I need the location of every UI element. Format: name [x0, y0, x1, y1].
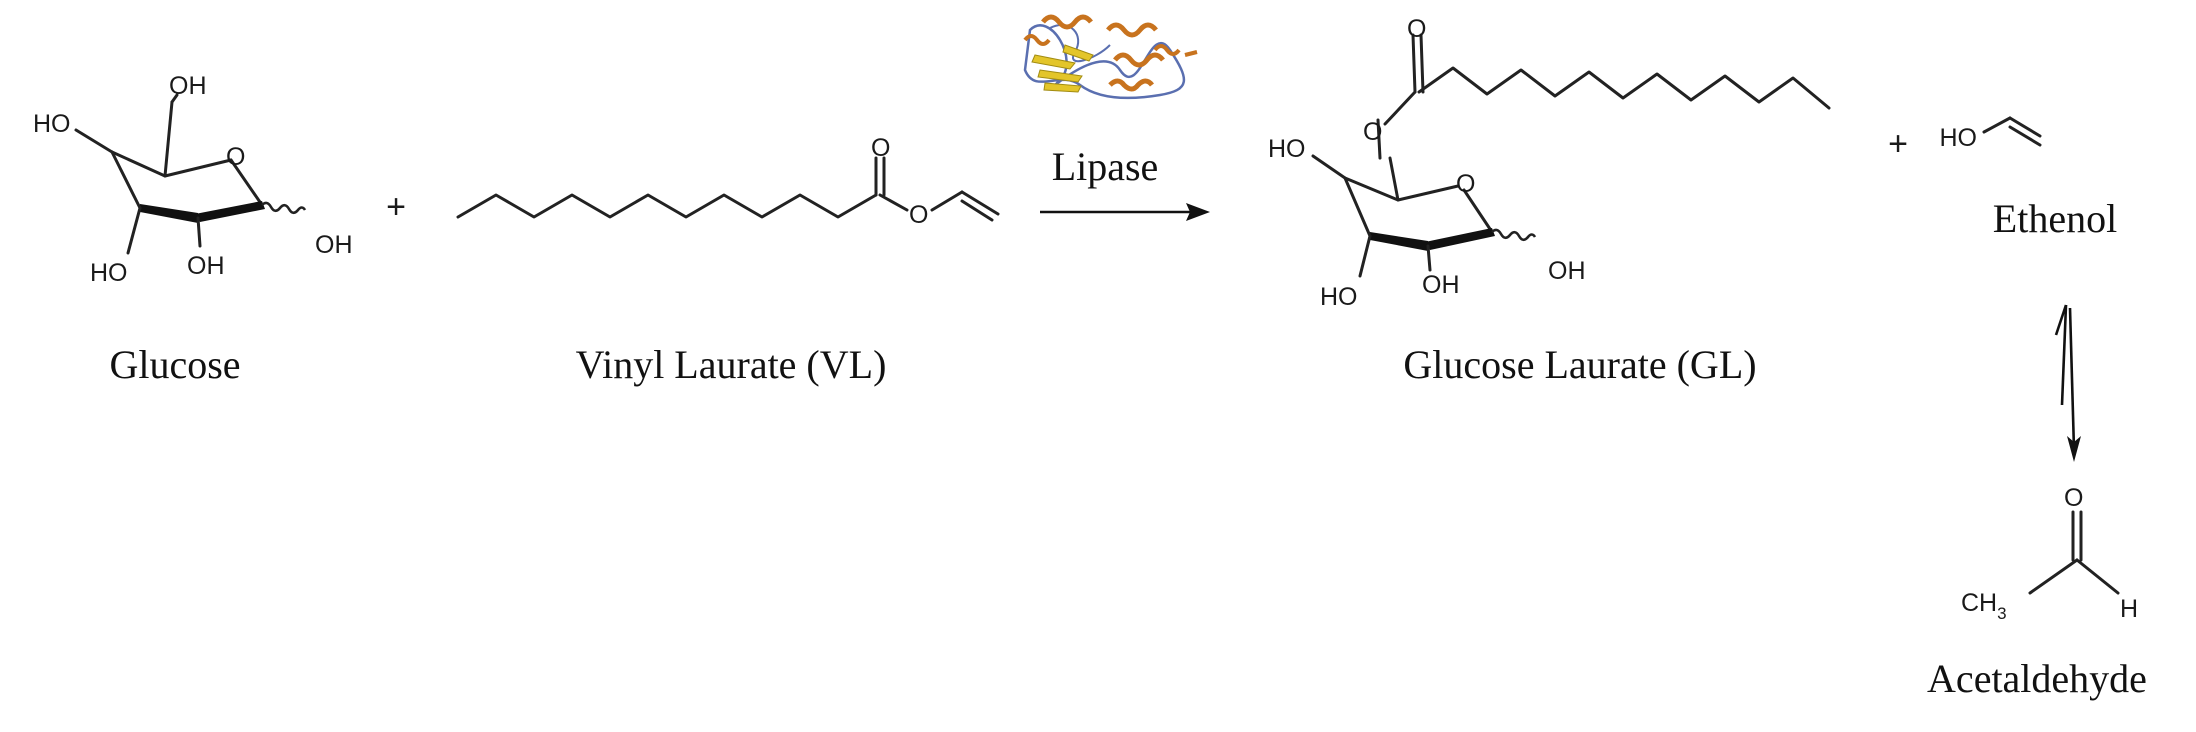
- vl-ester-o: O: [909, 201, 928, 229]
- reaction-arrow: [1040, 203, 1210, 221]
- glucose-name: Glucose: [109, 342, 240, 387]
- glucose-structure: OH HO O OH HO OH: [33, 72, 353, 287]
- glucose-oh-right: OH: [315, 231, 353, 259]
- glucose-ho-left: HO: [33, 110, 71, 138]
- acetaldehyde-subscript: 3: [1997, 604, 2006, 623]
- acetaldehyde-ch: CH: [1961, 589, 1997, 617]
- glucose-laurate-structure: O O HO O OH HO OH: [1268, 15, 1831, 311]
- vinyl-laurate-name: Vinyl Laurate (VL): [576, 342, 887, 387]
- acetaldehyde-o: O: [2064, 484, 2083, 512]
- lipase-protein-image: [1023, 14, 1198, 100]
- vinyl-laurate-structure: O O: [456, 134, 1000, 229]
- acetaldehyde-structure: O CH3 H: [1961, 484, 2138, 623]
- plus-sign-1: +: [386, 188, 406, 226]
- gl-oh-right: OH: [1548, 257, 1586, 285]
- ethenol-structure: HO: [1940, 116, 2042, 152]
- gl-ring-o: O: [1456, 170, 1475, 198]
- plus-sign-2: +: [1888, 125, 1908, 163]
- vl-carbonyl-o: O: [871, 134, 890, 162]
- ethenol-ho: HO: [1940, 124, 1978, 152]
- gl-ho-bottom: HO: [1320, 283, 1358, 311]
- gl-ester-o: O: [1363, 118, 1382, 146]
- acetaldehyde-ch3: CH3: [1961, 589, 2007, 623]
- glucose-ho-bottom: HO: [90, 259, 128, 287]
- glucose-oh-bottom: OH: [187, 252, 225, 280]
- catalyst-label: Lipase: [1052, 144, 1159, 189]
- gl-carbonyl-o: O: [1407, 15, 1426, 43]
- glucose-ring-o: O: [226, 143, 245, 171]
- glucose-laurate-name: Glucose Laurate (GL): [1403, 342, 1756, 387]
- gl-ho-left: HO: [1268, 135, 1306, 163]
- glucose-oh-top: OH: [169, 72, 207, 100]
- ethenol-name: Ethenol: [1993, 196, 2117, 241]
- gl-oh-bottom: OH: [1422, 271, 1460, 299]
- acetaldehyde-h: H: [2120, 595, 2138, 623]
- equilibrium-arrows: [2054, 304, 2081, 462]
- acetaldehyde-name: Acetaldehyde: [1927, 656, 2147, 701]
